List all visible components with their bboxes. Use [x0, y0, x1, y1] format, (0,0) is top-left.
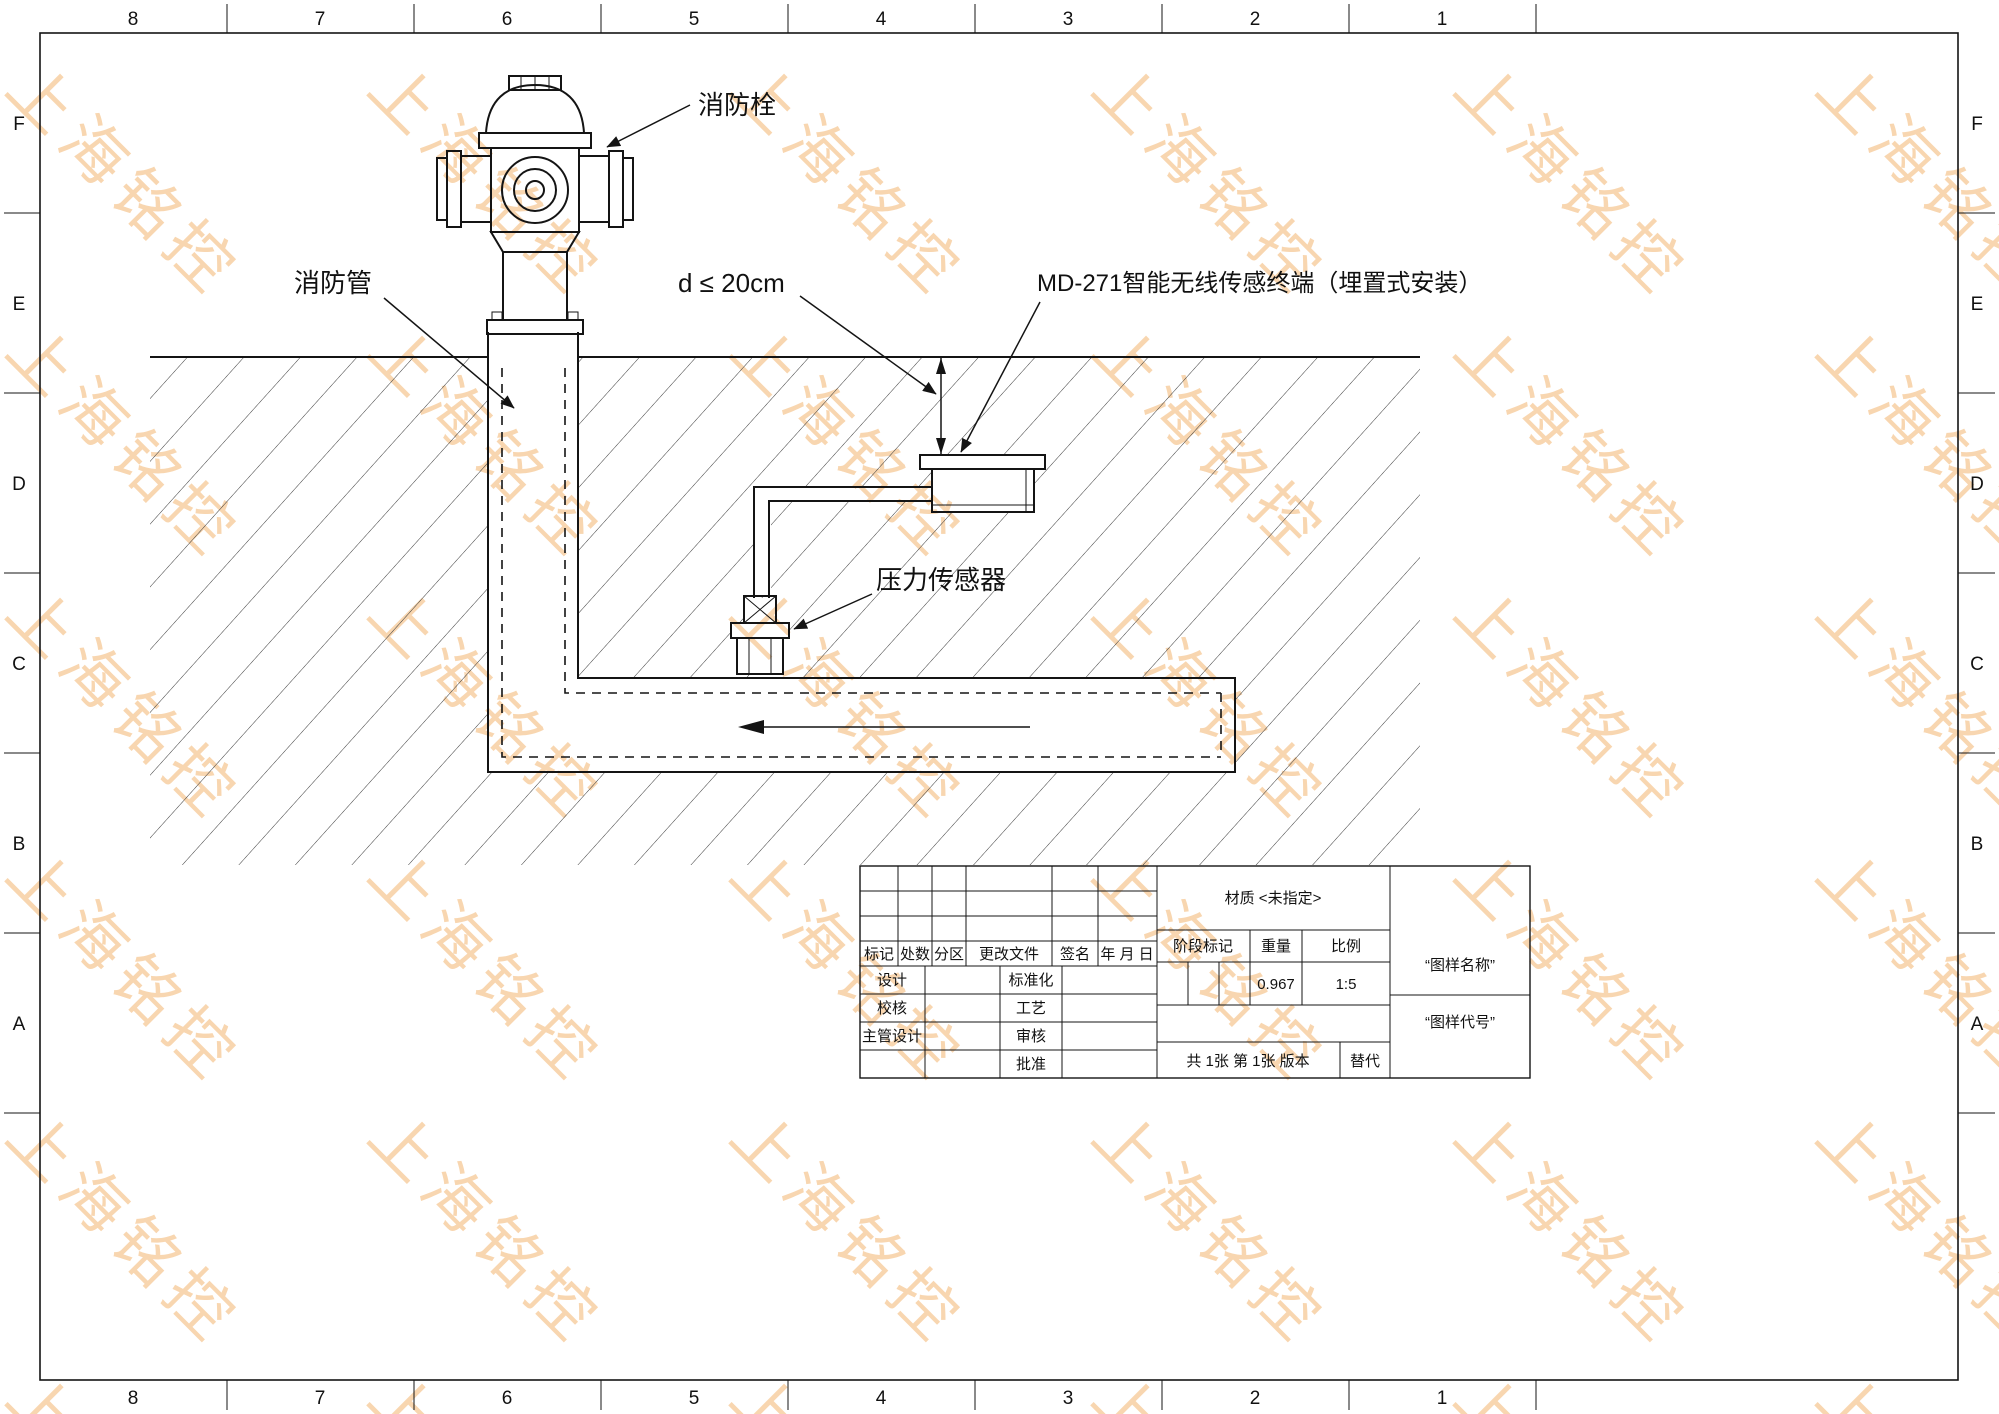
- tb-row-design: 设计: [877, 972, 907, 989]
- tb-row-approve: 批准: [1016, 1056, 1046, 1073]
- tb-row-check: 校核: [877, 1000, 907, 1017]
- zone-letter: C: [12, 654, 26, 675]
- zone-labels-top: 8 7 6 5 4 3 2 1: [128, 9, 1448, 30]
- tb-col-change-doc: 更改文件: [979, 946, 1039, 963]
- zone-number: 3: [1063, 9, 1074, 30]
- pressure-sensor: [730, 595, 790, 675]
- zone-letter: E: [1971, 294, 1984, 315]
- tb-col-date: 年 月 日: [1100, 946, 1153, 963]
- title-block-grid: [859, 865, 1531, 1079]
- leader-hydrant: [606, 104, 691, 148]
- leader-sensor: [793, 593, 873, 630]
- leader-terminal: [960, 301, 1041, 453]
- tb-row-process: 工艺: [1016, 1000, 1046, 1017]
- zone-number: 4: [876, 9, 887, 30]
- pipe-label: 消防管: [294, 268, 372, 298]
- zone-number: 2: [1250, 1388, 1261, 1409]
- tb-col-signature: 签名: [1060, 946, 1090, 963]
- zone-letter: F: [1971, 114, 1983, 135]
- zone-letter: B: [13, 834, 26, 855]
- tb-col-mark: 标记: [864, 946, 894, 963]
- tb-material: 材质 <未指定>: [1225, 890, 1322, 907]
- hydrant-label: 消防栓: [698, 90, 776, 120]
- flow-arrow: [738, 720, 1030, 734]
- tb-weight-value: 0.967: [1257, 976, 1295, 993]
- zone-letter: F: [13, 114, 25, 135]
- tb-scale-label: 比例: [1331, 938, 1361, 955]
- wireless-terminal: [919, 454, 1046, 513]
- zone-number: 6: [502, 1388, 513, 1409]
- zone-letter: C: [1970, 654, 1984, 675]
- title-block: 标记 处数 分区 更改文件 签名 年 月 日 设计 校核 主管设计 标准化 工艺…: [859, 865, 1531, 1079]
- leader-pipe: [383, 297, 515, 409]
- tb-weight-label: 重量: [1261, 938, 1291, 955]
- zone-number: 7: [315, 1388, 326, 1409]
- zone-letter: B: [1971, 834, 1984, 855]
- tb-col-zone: 分区: [934, 946, 964, 963]
- depth-label: d ≤ 20cm: [678, 268, 785, 298]
- soil-hatch: [150, 358, 1420, 865]
- sensor-label: 压力传感器: [876, 565, 1006, 595]
- terminal-label: MD-271智能无线传感终端（埋置式安装）: [1037, 270, 1482, 297]
- tb-col-count: 处数: [900, 946, 930, 963]
- zone-letter: D: [1970, 474, 1984, 495]
- zone-number: 8: [128, 1388, 139, 1409]
- zone-labels-right: F E D C B A: [1970, 114, 1984, 1035]
- zone-number: 3: [1063, 1388, 1074, 1409]
- tb-row-standardize: 标准化: [1008, 972, 1053, 989]
- sheet-frame: [4, 4, 1995, 1410]
- zone-number: 5: [689, 1388, 700, 1409]
- tb-replace: 替代: [1350, 1053, 1380, 1070]
- zone-number: 1: [1437, 9, 1448, 30]
- tb-row-chief-design: 主管设计: [862, 1028, 922, 1045]
- zone-number: 1: [1437, 1388, 1448, 1409]
- zone-letter: A: [1971, 1014, 1984, 1035]
- zone-number: 5: [689, 9, 700, 30]
- fire-hydrant: [436, 75, 634, 335]
- zone-number: 8: [128, 9, 139, 30]
- zone-number: 2: [1250, 9, 1261, 30]
- zone-number: 6: [502, 9, 513, 30]
- tb-stage-mark: 阶段标记: [1173, 938, 1233, 955]
- zone-number: 4: [876, 1388, 887, 1409]
- zone-labels-left: F E D C B A: [12, 114, 26, 1035]
- fire-pipe: [487, 332, 1236, 773]
- zone-letter: D: [12, 474, 26, 495]
- tb-sheet-info: 共 1张 第 1张 版本: [1186, 1052, 1309, 1070]
- sensor-conduit: [753, 486, 932, 598]
- tb-scale-value: 1:5: [1336, 976, 1357, 993]
- tb-drawing-name: “图样名称”: [1425, 957, 1495, 974]
- zone-number: 7: [315, 9, 326, 30]
- depth-dimension: [936, 358, 946, 454]
- leader-depth: [799, 295, 937, 395]
- tb-row-audit: 审核: [1016, 1028, 1046, 1045]
- zone-labels-bottom: 8 7 6 5 4 3 2 1: [128, 1388, 1448, 1409]
- zone-letter: A: [13, 1014, 26, 1035]
- zone-letter: E: [13, 294, 26, 315]
- tb-drawing-code: “图样代号”: [1425, 1014, 1495, 1031]
- leader-lines: [383, 104, 1041, 630]
